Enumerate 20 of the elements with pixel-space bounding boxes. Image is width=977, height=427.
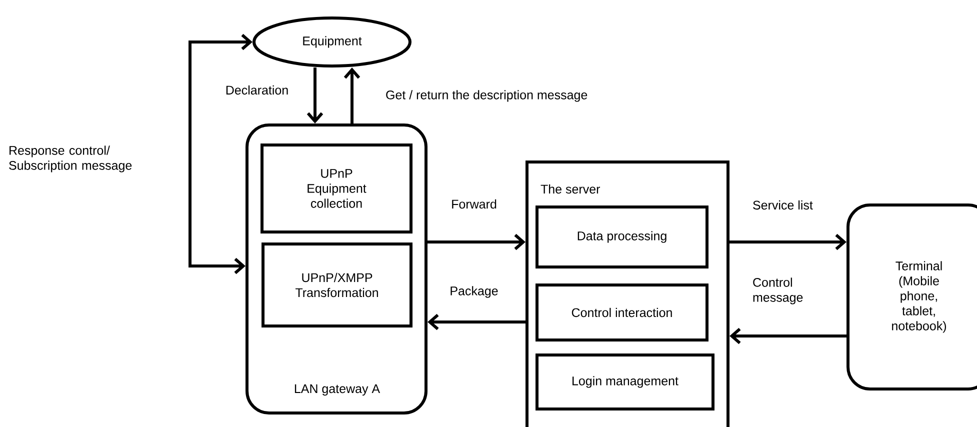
edge-label: Service list — [753, 200, 813, 210]
edge-label: Forward — [452, 199, 496, 209]
edge-label: Package — [450, 286, 498, 298]
module-box: Data processing — [536, 205, 708, 268]
module-box: UPnP Equipment collection — [260, 143, 412, 234]
arrow — [188, 34, 252, 274]
edge-label: Control message — [753, 278, 803, 304]
edge-label: Get / return the description message — [386, 90, 588, 102]
arrow — [730, 234, 846, 250]
arrow — [730, 328, 846, 344]
terminal-box: Terminal (Mobile phone, tablet, notebook) — [846, 203, 977, 390]
arrow — [306, 68, 324, 124]
edge-label: Response control/ Subscription message — [9, 146, 132, 172]
arrow — [428, 234, 526, 250]
module-box: Login management — [536, 353, 714, 410]
module-box: UPnP/XMPP Transformation — [262, 242, 412, 328]
edge-label: Declaration — [226, 85, 288, 95]
module-box: Control interaction — [536, 283, 708, 342]
arrow — [344, 67, 360, 124]
arrow — [428, 314, 526, 330]
